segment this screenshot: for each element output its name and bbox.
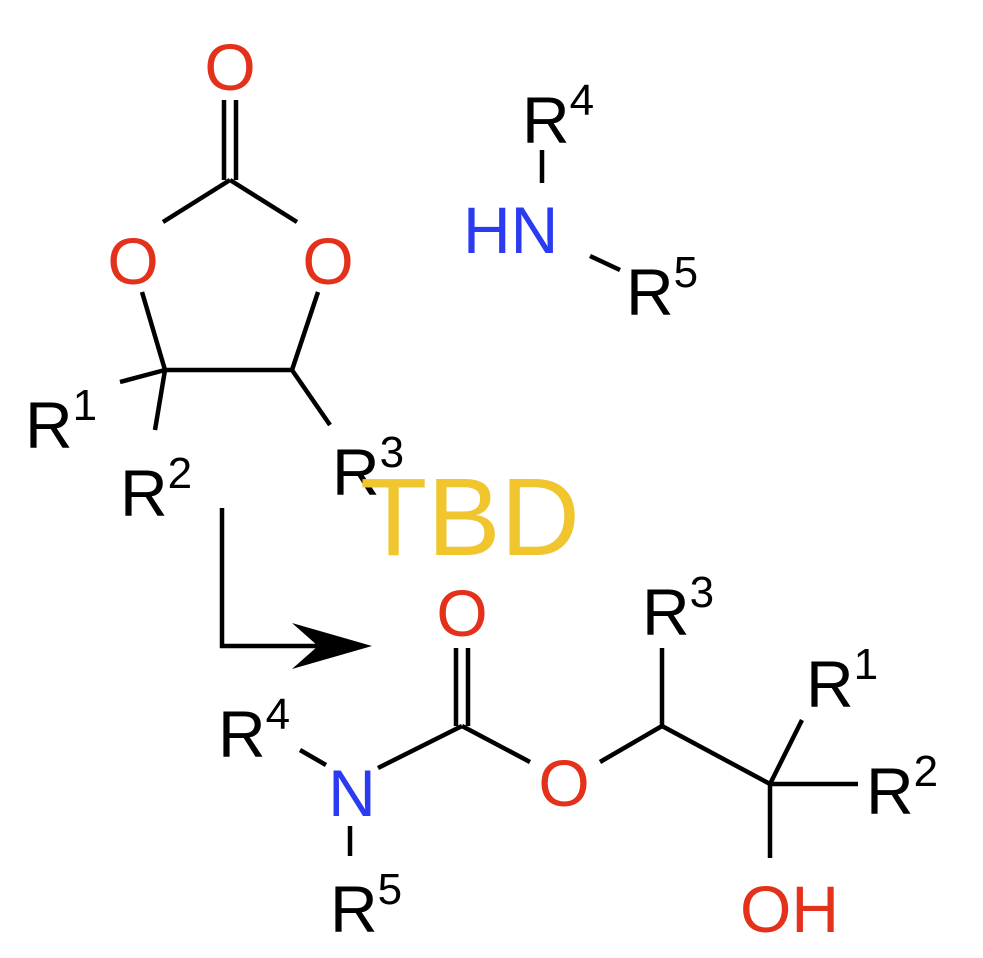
cyclic-carbonate: O O O R1 R2 R3	[25, 30, 404, 530]
bond-c4-r1	[119, 367, 166, 385]
bond-n-carbonyl	[376, 723, 464, 771]
secondary-amine: R4 HN R5	[463, 76, 698, 329]
catalyst-label: TBD	[360, 456, 580, 579]
bond-c-r1-product	[767, 718, 805, 786]
substituent-r4-reactant: R4	[522, 76, 594, 157]
arrow-head	[292, 623, 372, 669]
substituent-r3-product: R3	[642, 568, 714, 649]
bond-carbonyl-ester-o	[460, 724, 532, 764]
substituent-r5-product: R5	[330, 865, 402, 946]
substituent-r1-reactant: R1	[25, 381, 97, 462]
bond-n-r4-product	[298, 748, 328, 767]
substituent-r1-product: R1	[806, 640, 878, 721]
substituent-r2-reactant: R2	[120, 449, 192, 530]
bond-c-o-left	[161, 178, 232, 224]
bond-c5-r3	[290, 368, 332, 427]
hydroxycarbamate-product: O N O OH R4 R5 R3 R1 R2	[218, 568, 938, 946]
bond-ch-quaternary-c	[660, 724, 772, 786]
substituent-r2-product: R2	[866, 747, 938, 828]
product-nitrogen-label: N	[328, 756, 376, 830]
bond-o-c5	[289, 291, 321, 371]
bond-o-c4	[139, 291, 168, 371]
product-carbonyl-oxygen-label: O	[436, 576, 487, 650]
bond-n-r5-reactant	[589, 253, 621, 273]
substituent-r4-product: R4	[218, 690, 290, 771]
bond-c4-r2	[152, 369, 168, 431]
ring-oxygen-right-label: O	[302, 224, 353, 298]
substituent-r5-reactant: R5	[626, 248, 698, 329]
amine-hn-label: HN	[463, 193, 558, 267]
product-ester-oxygen-label: O	[538, 746, 589, 820]
substituent-r3-reactant: R3	[332, 428, 404, 509]
ring-oxygen-left-label: O	[107, 224, 158, 298]
bond-ester-o-ch	[598, 724, 664, 764]
carbonyl-oxygen-label: O	[204, 30, 255, 104]
reaction-arrow	[219, 508, 372, 669]
bond-c-o-right	[228, 178, 299, 224]
product-hydroxyl-label: OH	[740, 872, 839, 946]
